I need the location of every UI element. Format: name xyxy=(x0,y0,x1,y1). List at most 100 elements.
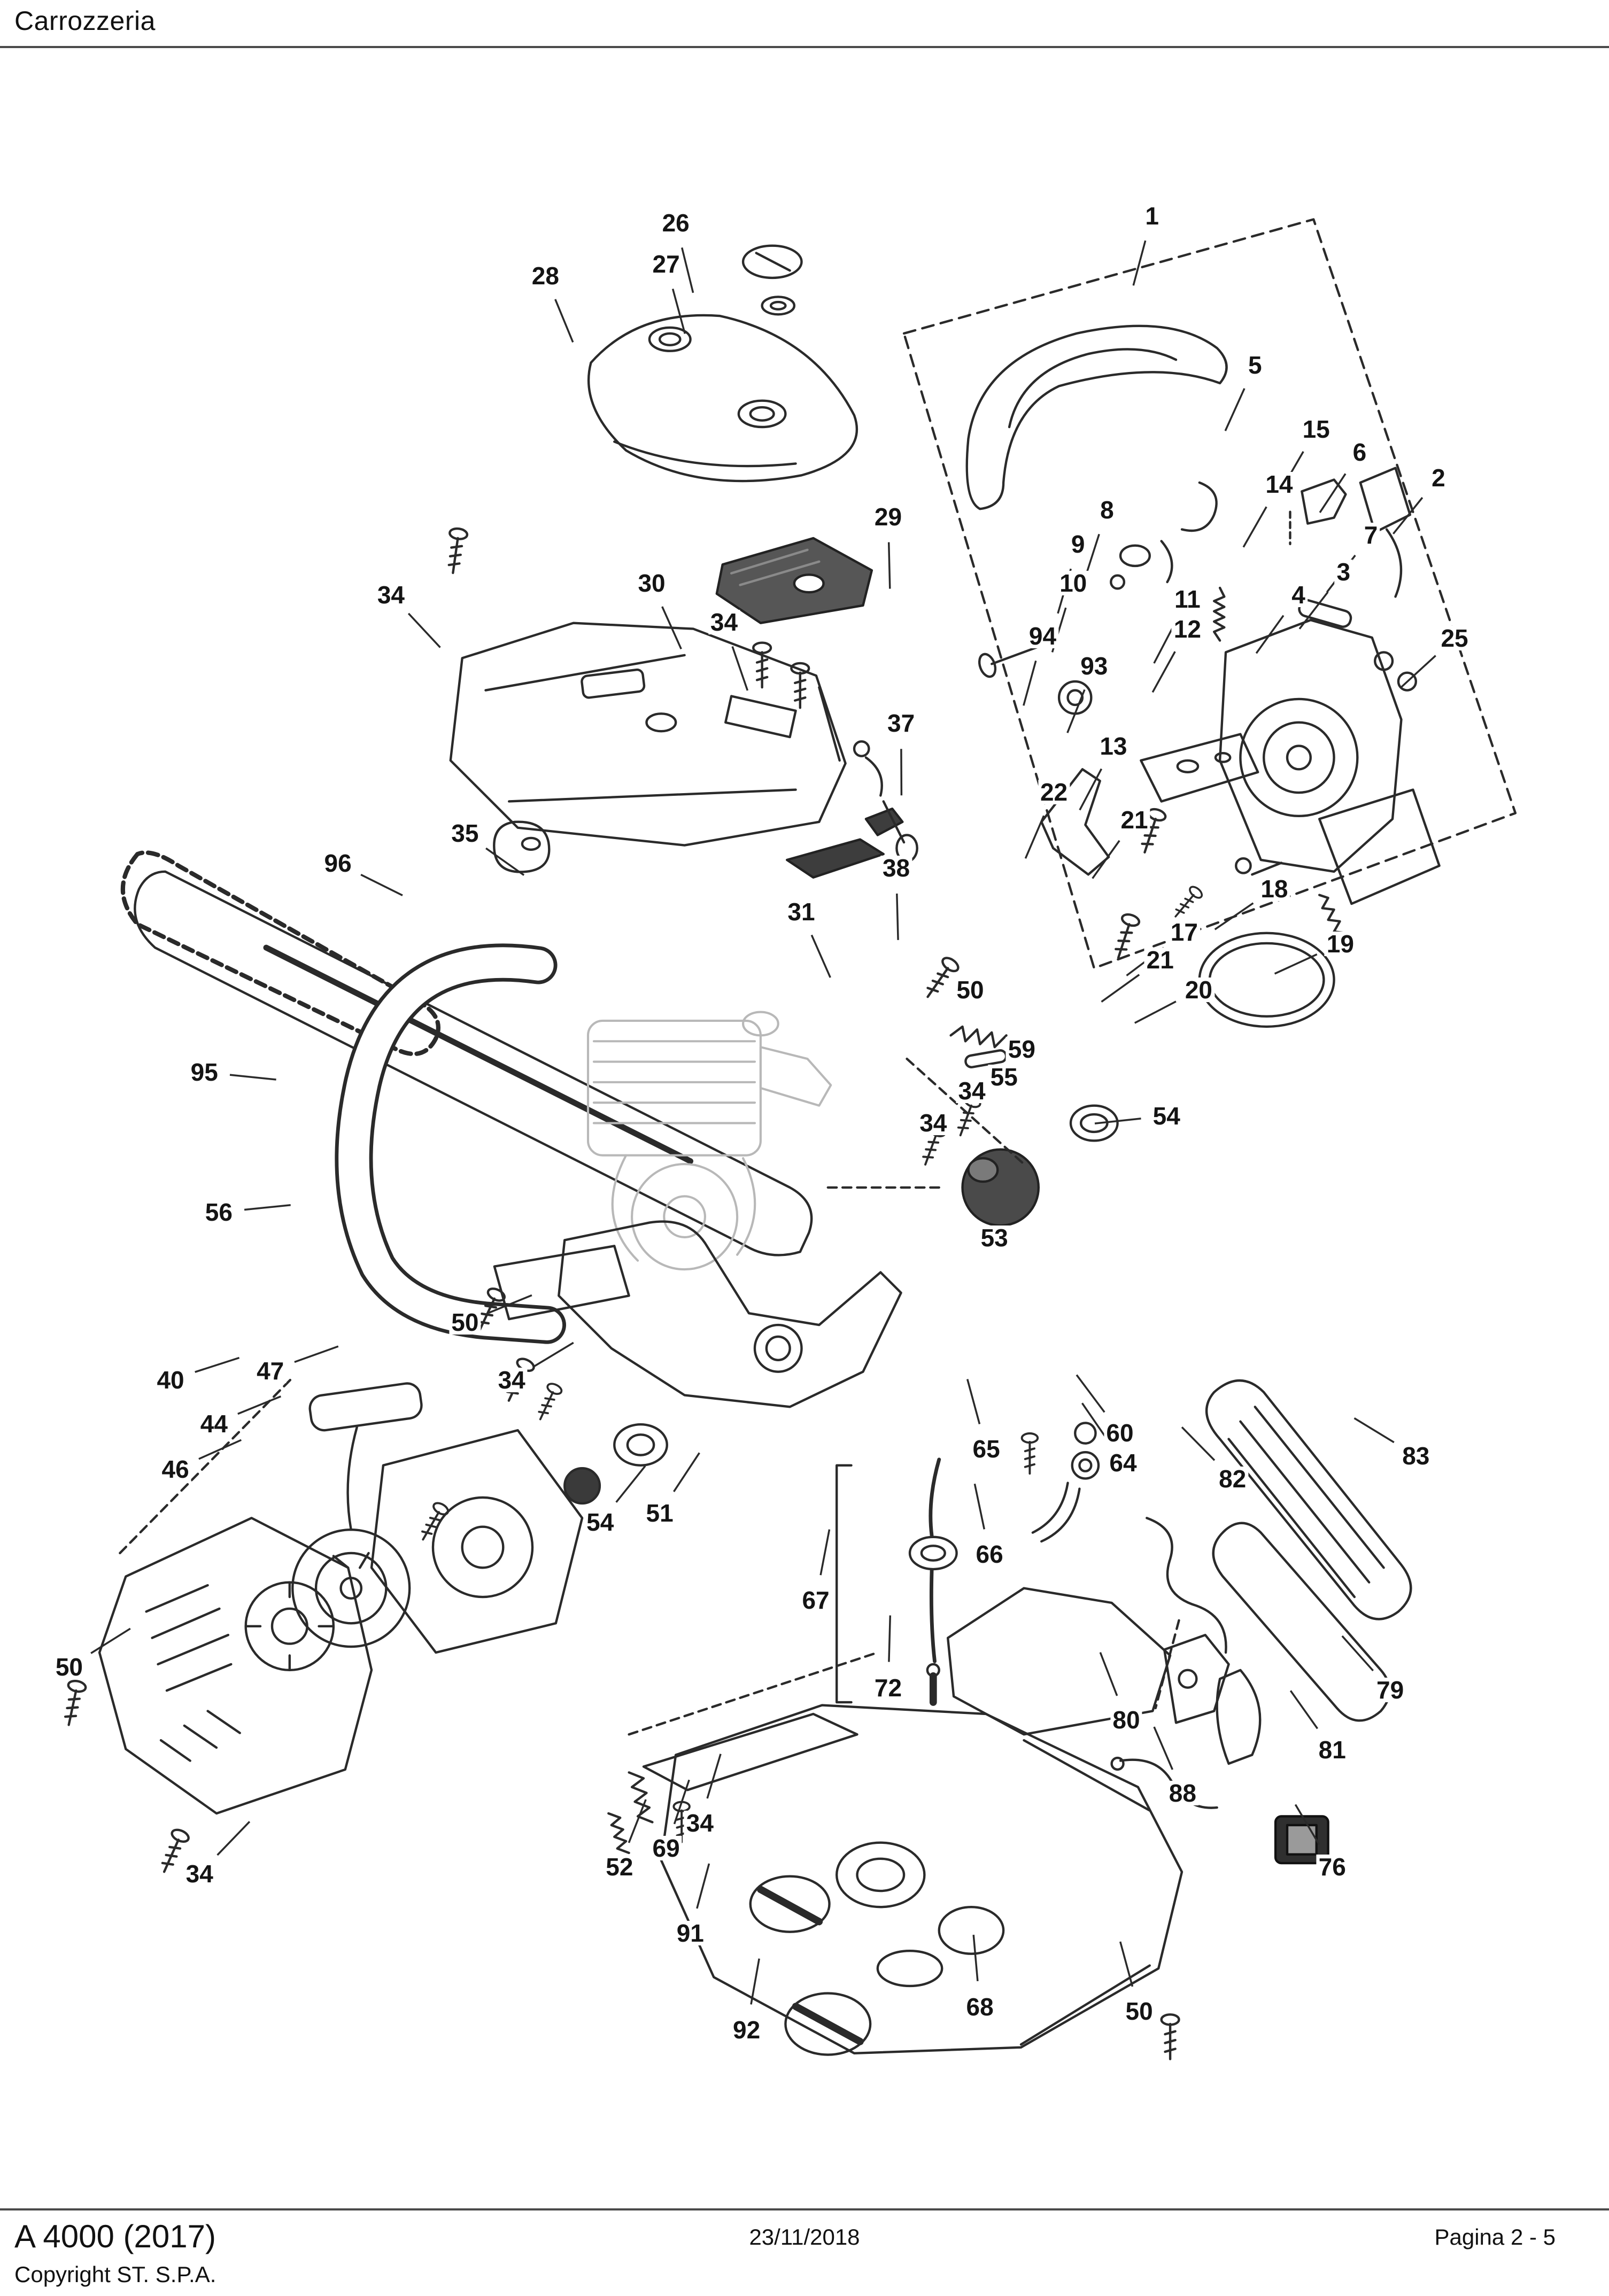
leader-line-92 xyxy=(750,1958,760,2005)
part-callout-92: 92 xyxy=(731,2017,763,2042)
part-callout-14: 14 xyxy=(1263,472,1295,497)
part-callout-6: 6 xyxy=(1350,440,1369,465)
part-callout-82: 82 xyxy=(1217,1466,1249,1491)
leader-line-80 xyxy=(1099,1652,1118,1696)
part-callout-88: 88 xyxy=(1166,1781,1198,1806)
header-rule xyxy=(0,46,1609,48)
leader-line-4 xyxy=(1255,615,1285,654)
part-callout-10: 10 xyxy=(1057,571,1089,596)
leader-line-20 xyxy=(1134,1000,1177,1024)
part-callout-65: 65 xyxy=(970,1436,1002,1461)
part-callout-80: 80 xyxy=(1110,1707,1142,1732)
part-callout-50: 50 xyxy=(954,977,986,1002)
leader-line-46 xyxy=(198,1439,242,1460)
leader-line-50 xyxy=(1119,1941,1134,1987)
art-fuel-line-parts xyxy=(836,1422,1100,1706)
leader-line-60 xyxy=(1076,1374,1105,1413)
part-callout-91: 91 xyxy=(674,1921,706,1946)
leader-line-56 xyxy=(244,1204,291,1211)
leader-line-94 xyxy=(1023,660,1037,706)
part-callout-34: 34 xyxy=(684,1811,716,1836)
leader-line-54 xyxy=(615,1465,646,1503)
part-callout-21: 21 xyxy=(1144,947,1176,972)
part-callout-4: 4 xyxy=(1289,582,1308,607)
part-callout-12: 12 xyxy=(1171,617,1203,642)
part-callout-18: 18 xyxy=(1258,876,1290,901)
leader-line-34 xyxy=(216,1821,251,1856)
part-callout-11: 11 xyxy=(1172,587,1203,612)
art-center-chassis xyxy=(471,955,1119,1505)
leader-line-96 xyxy=(360,874,403,896)
part-callout-59: 59 xyxy=(1005,1037,1038,1062)
part-callout-19: 19 xyxy=(1324,931,1356,956)
part-callout-79: 79 xyxy=(1374,1677,1406,1702)
part-callout-96: 96 xyxy=(322,851,354,876)
part-callout-20: 20 xyxy=(1182,977,1215,1002)
leader-line-40 xyxy=(195,1356,240,1373)
leader-line-76 xyxy=(1294,1804,1320,1845)
leader-line-51 xyxy=(673,1452,700,1492)
art-guide-bar xyxy=(120,850,813,1256)
part-callout-1: 1 xyxy=(1143,203,1161,228)
leader-line-93 xyxy=(1066,689,1086,733)
leader-line-66 xyxy=(973,1483,986,1530)
leader-line-19 xyxy=(1274,953,1318,975)
part-callout-34: 34 xyxy=(708,610,740,635)
part-callout-69: 69 xyxy=(650,1836,682,1861)
leader-line-3 xyxy=(1298,591,1329,630)
part-callout-17: 17 xyxy=(1168,920,1200,945)
part-callout-50: 50 xyxy=(449,1310,481,1335)
part-callout-5: 5 xyxy=(1246,353,1264,378)
leader-line-52 xyxy=(628,1799,647,1843)
part-callout-26: 26 xyxy=(660,210,692,235)
leader-line-50 xyxy=(488,1294,532,1314)
art-main-housing xyxy=(444,528,918,879)
part-callout-46: 46 xyxy=(159,1457,191,1482)
part-callout-68: 68 xyxy=(964,1994,996,2019)
leader-line-68 xyxy=(972,1935,979,1982)
art-tube-handle xyxy=(335,943,630,1344)
leader-line-95 xyxy=(229,1074,276,1081)
part-callout-27: 27 xyxy=(650,252,682,277)
part-callout-25: 25 xyxy=(1438,626,1471,651)
model-label: A 4000 (2017) xyxy=(14,2219,216,2254)
leader-line-30 xyxy=(661,606,682,650)
leader-line-34 xyxy=(407,612,441,648)
leader-line-35 xyxy=(485,847,525,876)
part-callout-83: 83 xyxy=(1400,1443,1432,1468)
part-callout-56: 56 xyxy=(203,1200,235,1225)
part-callout-8: 8 xyxy=(1098,497,1116,522)
leader-line-5 xyxy=(1224,388,1246,431)
part-callout-51: 51 xyxy=(644,1501,676,1526)
part-callout-44: 44 xyxy=(198,1411,230,1436)
part-callout-3: 3 xyxy=(1334,559,1353,584)
leader-line-2 xyxy=(1393,497,1424,534)
page-number-label: Pagina 2 - 5 xyxy=(1434,2224,1556,2250)
leader-line-82 xyxy=(1181,1426,1216,1461)
leader-line-12 xyxy=(1151,651,1176,693)
leader-line-79 xyxy=(1341,1635,1374,1672)
part-callout-50: 50 xyxy=(53,1654,86,1679)
part-callout-38: 38 xyxy=(880,855,912,880)
part-callout-9: 9 xyxy=(1069,532,1087,557)
part-callout-34: 34 xyxy=(375,582,407,607)
leader-line-1 xyxy=(1132,240,1147,286)
part-callout-29: 29 xyxy=(872,504,904,529)
leader-line-31 xyxy=(810,934,831,978)
leader-line-29 xyxy=(887,542,891,589)
leader-line-44 xyxy=(237,1395,282,1415)
part-callout-54: 54 xyxy=(1150,1103,1182,1128)
leader-line-88 xyxy=(1153,1726,1174,1770)
part-callout-34: 34 xyxy=(183,1861,215,1886)
part-callout-35: 35 xyxy=(449,821,481,846)
part-callout-64: 64 xyxy=(1107,1450,1139,1475)
art-starter-assembly xyxy=(60,1376,584,1875)
part-callout-76: 76 xyxy=(1316,1854,1348,1879)
leader-line-34 xyxy=(533,1341,574,1368)
leader-line-21 xyxy=(1101,974,1140,1003)
part-callout-93: 93 xyxy=(1078,653,1110,678)
part-callout-34: 34 xyxy=(496,1367,528,1392)
leader-line-21 xyxy=(1092,840,1120,879)
part-callout-95: 95 xyxy=(188,1060,220,1085)
